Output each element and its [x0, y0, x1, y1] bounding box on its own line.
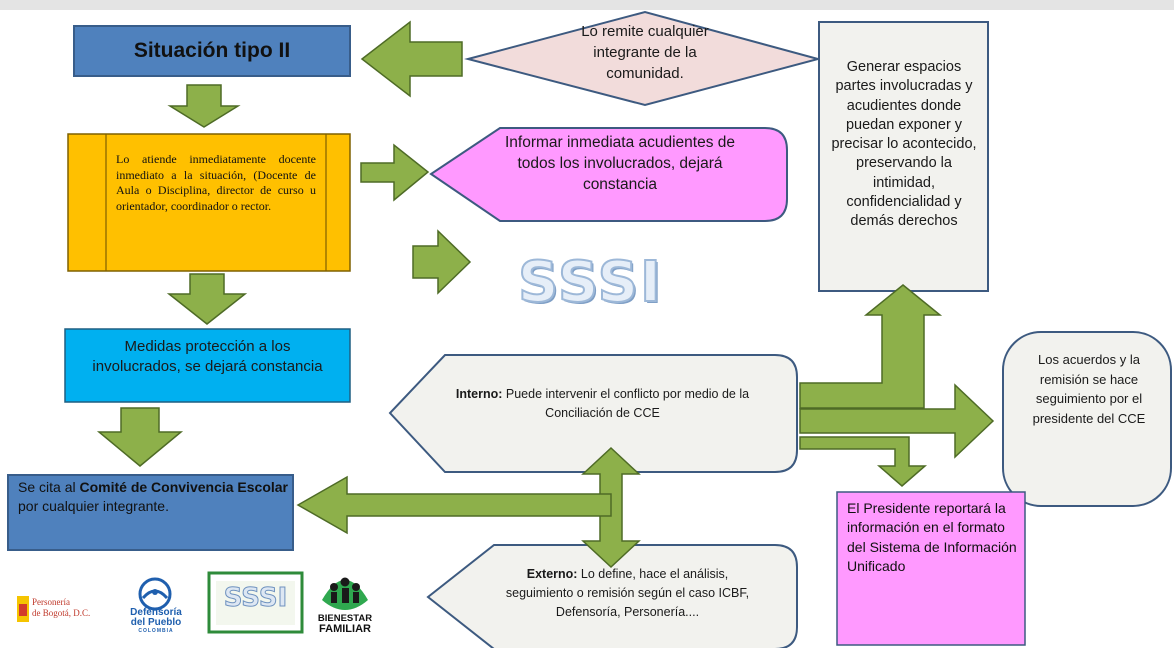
defensoria-line3: COLOMBIA [138, 628, 174, 634]
acuerdos-text: Los acuerdos y la remisión se hace segui… [1032, 352, 1146, 426]
comite-bold: Comité de Convivencia Escolar [79, 479, 289, 495]
remite-text: Lo remite cualquier integrante de la com… [581, 23, 709, 82]
bienestar-logo [322, 577, 368, 610]
comite-suffix: por cualquier integrante. [18, 498, 169, 514]
arrow-left-top [360, 20, 463, 98]
generar-text: Generar espacios partes involucradas y a… [831, 59, 977, 230]
interno-text: Interno: Puede intervenir el conflicto p… [455, 385, 750, 422]
medidas-box [64, 328, 351, 403]
arrow-down-2 [166, 273, 248, 325]
generar-box [818, 21, 989, 292]
defensoria-logo [138, 577, 172, 611]
sssi-center-logo: SSSI [517, 249, 663, 316]
atiende-box [67, 133, 351, 272]
interno-label: Interno: [455, 387, 503, 401]
externo-shape [426, 544, 798, 648]
personeria-line2: de Bogotá, D.C. [32, 608, 91, 618]
externo-label: Externo: [526, 567, 578, 581]
arrow-down-1 [167, 84, 241, 128]
situacion-box [73, 25, 351, 77]
acuerdos-box [1002, 331, 1172, 507]
bienestar-line2: FAMILIAR [319, 623, 371, 635]
arrow-down-3 [96, 407, 184, 467]
externo-body: Lo define, hace el análisis, seguimiento… [505, 567, 750, 619]
presidente-text: El Presidente reportará la información e… [847, 500, 1017, 574]
personeria-logo [8, 582, 110, 638]
interno-body: Puede intervenir el conflicto por medio … [502, 387, 750, 420]
arrow-right-acuerdos [799, 383, 995, 459]
situacion-title: Situación tipo II [133, 39, 291, 62]
medidas-text: Medidas protección a los involucrados, s… [92, 338, 323, 375]
presidente-box [836, 491, 1026, 646]
informar-text: Informar inmediata acudientes de todos l… [504, 134, 736, 193]
comite-prefix: Se cita al [18, 479, 80, 495]
arrow-up-generar [799, 284, 943, 409]
informar-shape [429, 127, 788, 222]
sssi-logo-text: SSSI [223, 583, 288, 614]
arrow-left-comite [296, 475, 612, 535]
comite-text: Se cita al Comité de Convivencia Escolar… [18, 478, 288, 516]
defensoria-line2: del Pueblo [130, 617, 182, 628]
arrow-down-presidente [799, 436, 928, 487]
externo-text: Externo: Lo define, hace el análisis, se… [495, 565, 760, 622]
bienestar-line1: BIENESTAR [317, 613, 373, 624]
comite-box [7, 474, 294, 551]
bienestar-logo-text: BIENESTAR FAMILIAR [312, 613, 378, 635]
atiende-text: Lo atiende inmediatamente docente inmedi… [116, 152, 316, 213]
defensoria-line1: Defensoría [130, 607, 182, 618]
interno-shape [388, 354, 798, 473]
arrow-right-2 [412, 229, 472, 295]
personeria-line1: Personería [32, 597, 70, 607]
defensoria-logo-text: Defensoría del Pueblo COLOMBIA [126, 608, 186, 635]
personeria-logo-text: Personería de Bogotá, D.C. [32, 597, 112, 619]
arrow-right-1 [360, 143, 430, 202]
top-band [0, 0, 1174, 10]
